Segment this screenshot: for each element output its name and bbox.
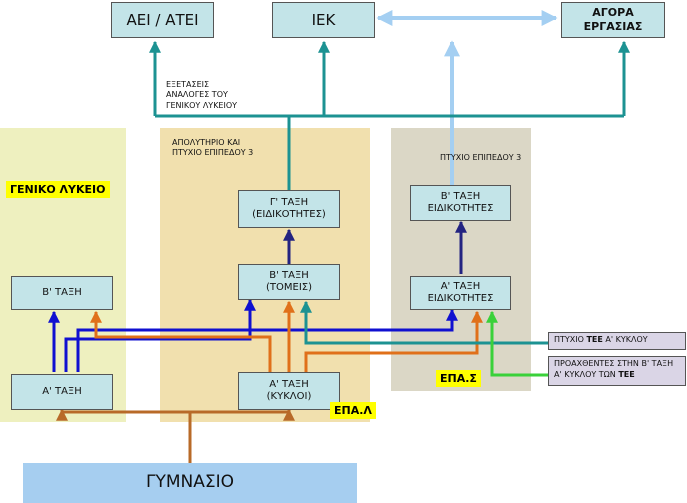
epal-b-taxi-line2: (ΤΟΜΕΙΣ) xyxy=(266,282,312,293)
epal-tag: ΕΠΑ.Λ xyxy=(330,402,376,419)
lykeio-a-taxi-label: Α' ΤΑΞΗ xyxy=(42,385,82,397)
epal-g-taxi-line2: (ΕΙΔΙΚΟΤΗΤΕΣ) xyxy=(252,209,326,220)
epas-b-taxi-line2: ΕΙΔΙΚΟΤΗΤΕΣ xyxy=(427,203,494,214)
ptyxio-tee-line xyxy=(300,300,548,345)
lykeio-a-to-epas-b-arrow xyxy=(76,308,458,372)
epal-a-to-epas-a-arrow xyxy=(304,310,483,372)
epal-b-taxi-box: Β' ΤΑΞΗ (ΤΟΜΕΙΣ) xyxy=(238,264,340,300)
ptyxio-tee-bold: ΤΕΕ xyxy=(586,335,603,344)
proachthentes-line2-pre: Α' ΚΥΚΛΟΥ ΤΩΝ xyxy=(554,369,619,379)
geniko-lykeio-tag: ΓΕΝΙΚΟ ΛΥΚΕΙΟ xyxy=(6,181,110,198)
ptyxio-tee-text: ΠΤΥΧΙΟ ΤΕΕ Α' ΚΥΚΛΟΥ xyxy=(554,335,680,346)
epal-a-taxi-box: Α' ΤΑΞΗ (ΚΥΚΛΟΙ) xyxy=(238,372,340,410)
epal-b-taxi-line1: Β' ΤΑΞΗ xyxy=(269,269,309,281)
gymnasio-label: ΓΥΜΝΑΣΙΟ xyxy=(145,472,234,493)
epas-b-taxi-box: Β' ΤΑΞΗ ΕΙΔΙΚΟΤΗΤΕΣ xyxy=(410,185,511,221)
epal-g-taxi-line1: Γ' ΤΑΞΗ xyxy=(269,196,309,208)
agora-ergasias-box: ΑΓΟΡΑ ΕΡΓΑΣΙΑΣ xyxy=(561,2,665,38)
exams-note: ΕΞΕΤΑΣΕΙΣ ΑΝΑΛΟΓΕΣ ΤΟΥ ΓΕΝΙΚΟΥ ΛΥΚΕΙΟΥ xyxy=(166,80,237,111)
epal-a-taxi-line2: (ΚΥΚΛΟΙ) xyxy=(266,391,312,402)
aei-atei-label: ΑΕΙ / ΑΤΕΙ xyxy=(126,10,199,29)
ptyxio-tee-pre: ΠΤΥΧΙΟ xyxy=(554,335,587,344)
proachthentes-note: ΠΡΟΑΧΘΕΝΤΕΣ ΣΤΗΝ Β' ΤΑΞΗ Α' ΚΥΚΛΟΥ ΤΩΝ Τ… xyxy=(548,356,686,386)
epas-note: ΠΤΥΧΙΟ ΕΠΙΠΕΔΟΥ 3 xyxy=(440,153,522,162)
geniko-lykeio-panel xyxy=(0,128,126,422)
iek-box: ΙΕΚ xyxy=(272,2,375,38)
proachthentes-line1: ΠΡΟΑΧΘΕΝΤΕΣ ΣΤΗΝ Β' ΤΑΞΗ xyxy=(554,359,674,368)
agora-label-line2: ΕΡΓΑΣΙΑΣ xyxy=(583,20,643,33)
ptyxio-tee-post: Α' ΚΥΚΛΟΥ xyxy=(602,335,648,344)
epal-g-taxi-box: Γ' ΤΑΞΗ (ΕΙΔΙΚΟΤΗΤΕΣ) xyxy=(238,190,340,228)
proachthentes-line xyxy=(486,310,548,377)
epas-a-taxi-box: Α' ΤΑΞΗ ΕΙΔΙΚΟΤΗΤΕΣ xyxy=(410,276,511,310)
gymnasio-box: ΓΥΜΝΑΣΙΟ xyxy=(23,463,357,503)
epal-note-line1: ΑΠΟΛΥΤΗΡΙΟ ΚΑΙ xyxy=(172,138,241,147)
epal-note: ΑΠΟΛΥΤΗΡΙΟ ΚΑΙ ΠΤΥΧΙΟ ΕΠΙΠΕΔΟΥ 3 xyxy=(172,138,253,159)
epal-a-to-lykeio-b-arrow xyxy=(90,310,272,372)
proachthentes-line2: Α' ΚΥΚΛΟΥ ΤΩΝ ΤΕΕ xyxy=(554,370,680,381)
proachthentes-line2-bold: ΤΕΕ xyxy=(618,369,635,379)
aei-atei-box: ΑΕΙ / ΑΤΕΙ xyxy=(111,2,214,38)
exams-note-line3: ΓΕΝΙΚΟΥ ΛΥΚΕΙΟΥ xyxy=(166,100,238,110)
lykeio-a-to-epal-b-arrow xyxy=(64,298,256,372)
epal-note-line2: ΠΤΥΧΙΟ ΕΠΙΠΕΔΟΥ 3 xyxy=(172,148,254,158)
agora-label-line1: ΑΓΟΡΑ xyxy=(592,6,634,20)
lykeio-b-taxi-box: Β' ΤΑΞΗ xyxy=(11,276,113,310)
lykeio-a-taxi-box: Α' ΤΑΞΗ xyxy=(11,374,113,410)
epas-a-taxi-line1: Α' ΤΑΞΗ xyxy=(440,280,481,292)
ptyxio-tee-note: ΠΤΥΧΙΟ ΤΕΕ Α' ΚΥΚΛΟΥ xyxy=(548,332,686,350)
iek-label: ΙΕΚ xyxy=(311,10,336,29)
epas-a-taxi-line2: ΕΙΔΙΚΟΤΗΤΕΣ xyxy=(427,293,494,304)
epas-b-taxi-line1: Β' ΤΑΞΗ xyxy=(440,190,481,202)
lykeio-b-taxi-label: Β' ΤΑΞΗ xyxy=(42,286,82,298)
exams-note-line1: ΕΞΕΤΑΣΕΙΣ xyxy=(166,80,210,89)
epal-a-taxi-line1: Α' ΤΑΞΗ xyxy=(269,378,309,390)
exams-note-line2: ΑΝΑΛΟΓΕΣ ΤΟΥ xyxy=(166,90,228,100)
epas-tag: ΕΠΑ.Σ xyxy=(436,370,481,387)
